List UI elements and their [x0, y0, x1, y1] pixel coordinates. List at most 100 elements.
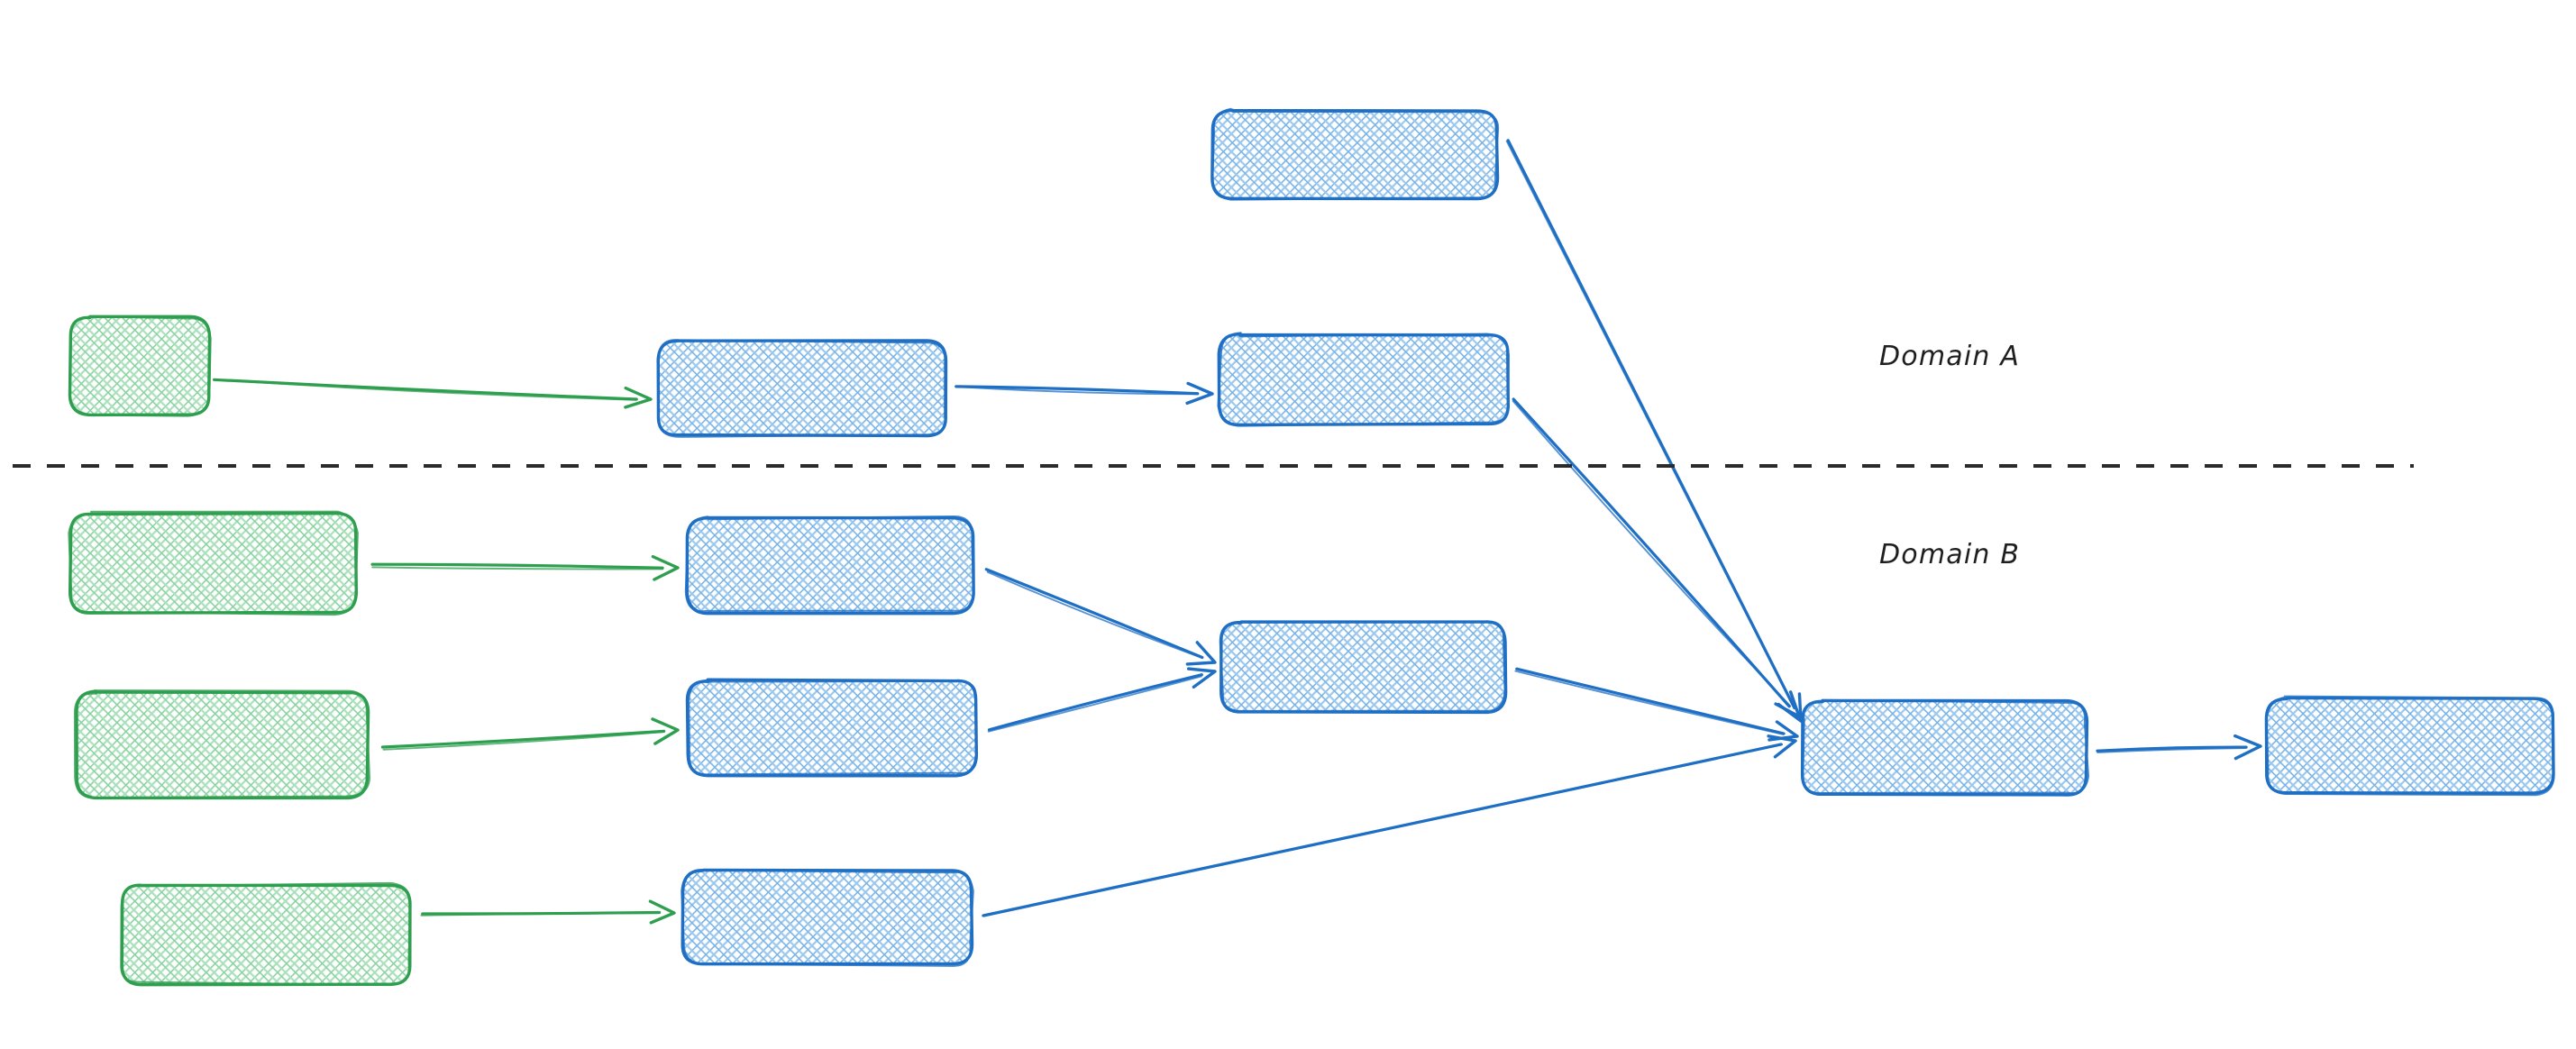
- node-hatch-fill: [1221, 622, 1505, 712]
- arrowhead-icon: [1774, 690, 1801, 718]
- domain-b-label: Domain B: [1879, 539, 2021, 570]
- domain-b-aggregate-node[interactable]: [1800, 698, 2090, 797]
- node-hatch-fill: [683, 871, 972, 964]
- domain-a-upper-node[interactable]: [1210, 107, 1500, 201]
- domain-b-source-node-2[interactable]: [73, 689, 371, 800]
- node-outline: [688, 680, 978, 776]
- arrowhead-icon: [648, 899, 676, 925]
- edge-line: [2096, 745, 2248, 753]
- edge-line: [420, 912, 661, 917]
- nodes-layer: [68, 107, 2555, 987]
- edge-line: [1505, 140, 1795, 710]
- node-outline: [69, 315, 212, 417]
- edge-a-src-to-process[interactable]: [212, 378, 653, 409]
- arrowhead-icon: [1186, 667, 1217, 689]
- edge-line: [1515, 667, 1786, 735]
- domain-b-process-node-2[interactable]: [685, 678, 979, 778]
- edge-line: [987, 673, 1203, 732]
- edge-b-merge-to-aggregate[interactable]: [1514, 667, 1799, 742]
- arrowhead-icon: [1767, 734, 1797, 759]
- edge-line: [987, 675, 1202, 733]
- edge-a-upper-to-aggregate[interactable]: [1505, 139, 1803, 723]
- node-outline: [1219, 620, 1506, 712]
- domain-b-aggregate-node-hit[interactable]: [1803, 701, 2087, 795]
- edge-line: [984, 568, 1204, 660]
- edge-b-src3-to-process3[interactable]: [420, 899, 676, 925]
- node-outline: [73, 689, 371, 799]
- node-outline: [1211, 107, 1500, 201]
- domain-b-source-node-3[interactable]: [120, 881, 412, 987]
- domain-a-output-node[interactable]: [1217, 332, 1511, 427]
- arrowhead-icon: [1185, 381, 1214, 406]
- domain-b-source-node-1-hit[interactable]: [70, 514, 356, 613]
- edge-line: [215, 379, 637, 401]
- domain-b-process-node-3[interactable]: [681, 868, 974, 967]
- node-hatch-fill: [1803, 701, 2087, 795]
- node-hatch-fill: [77, 692, 368, 798]
- edge-a-output-to-aggregate[interactable]: [1512, 397, 1801, 718]
- domain-b-final-node[interactable]: [2264, 695, 2555, 797]
- arrowhead-icon: [1185, 641, 1217, 666]
- node-hatch-fill: [122, 885, 410, 984]
- edge-a-process-to-output[interactable]: [955, 381, 1214, 406]
- edge-line: [982, 743, 1784, 917]
- edge-b-process2-to-merge[interactable]: [987, 667, 1217, 733]
- node-hatch-fill: [688, 680, 976, 775]
- arrowhead-icon: [651, 717, 680, 745]
- edge-line: [370, 562, 664, 570]
- node-hatch-fill: [1212, 111, 1497, 198]
- edge-line: [2096, 747, 2247, 753]
- node-hatch-fill: [1219, 334, 1508, 424]
- arrowhead-icon: [651, 554, 680, 581]
- domain-b-process-node-1-hit[interactable]: [688, 518, 973, 613]
- edge-line: [1512, 400, 1792, 707]
- domain-b-merge-node[interactable]: [1219, 620, 1508, 715]
- node-outline: [120, 881, 411, 987]
- edge-line: [1514, 670, 1785, 735]
- node-outline: [656, 339, 946, 438]
- node-outline: [1802, 698, 2090, 795]
- domain-a-source-node[interactable]: [68, 315, 212, 417]
- domain-b-source-node-2-hit[interactable]: [77, 692, 368, 798]
- domain-b-final-node-hit[interactable]: [2267, 698, 2553, 793]
- node-hatch-fill: [688, 518, 973, 613]
- node-outline: [68, 510, 359, 616]
- domain-b-process-node-3-hit[interactable]: [683, 871, 972, 964]
- edge-line: [956, 386, 1198, 396]
- node-outline: [685, 678, 979, 778]
- arrowhead-icon: [624, 386, 653, 409]
- domain-b-source-node-1[interactable]: [68, 510, 359, 616]
- node-outline: [2265, 695, 2555, 797]
- edge-line: [380, 729, 666, 749]
- domain-a-label: Domain A: [1879, 341, 2021, 372]
- domain-b-process-node-1[interactable]: [684, 515, 975, 616]
- node-hatch-fill: [2267, 698, 2553, 793]
- node-hatch-fill: [70, 514, 356, 613]
- edge-line: [371, 566, 664, 570]
- node-hatch-fill: [70, 317, 209, 415]
- edge-b-process3-to-aggregate[interactable]: [982, 734, 1797, 917]
- domain-b-source-node-3-hit[interactable]: [122, 885, 410, 984]
- domain-a-upper-node-hit[interactable]: [1212, 111, 1497, 198]
- edge-b-process1-to-merge[interactable]: [984, 568, 1217, 666]
- domain-a-output-node-hit[interactable]: [1219, 334, 1508, 424]
- edge-b-src1-to-process1[interactable]: [370, 554, 680, 581]
- edge-b-aggregate-to-final[interactable]: [2096, 734, 2262, 761]
- edge-line: [382, 731, 665, 751]
- edge-line: [986, 570, 1202, 659]
- node-outline: [684, 515, 975, 613]
- edges-layer: [212, 139, 2262, 925]
- domain-a-process-node-hit[interactable]: [658, 341, 946, 435]
- domain-b-merge-node-hit[interactable]: [1221, 622, 1505, 712]
- domain-a-source-node-hit[interactable]: [70, 317, 209, 415]
- node-hatch-fill: [658, 341, 946, 435]
- edge-line: [955, 385, 1200, 396]
- edge-b-src2-to-process2[interactable]: [380, 717, 680, 751]
- node-outline: [681, 869, 974, 967]
- domain-b-process-node-2-hit[interactable]: [688, 680, 976, 775]
- domain-a-process-node[interactable]: [656, 339, 948, 438]
- node-outline: [1217, 332, 1510, 427]
- arrowhead-icon: [2233, 734, 2262, 761]
